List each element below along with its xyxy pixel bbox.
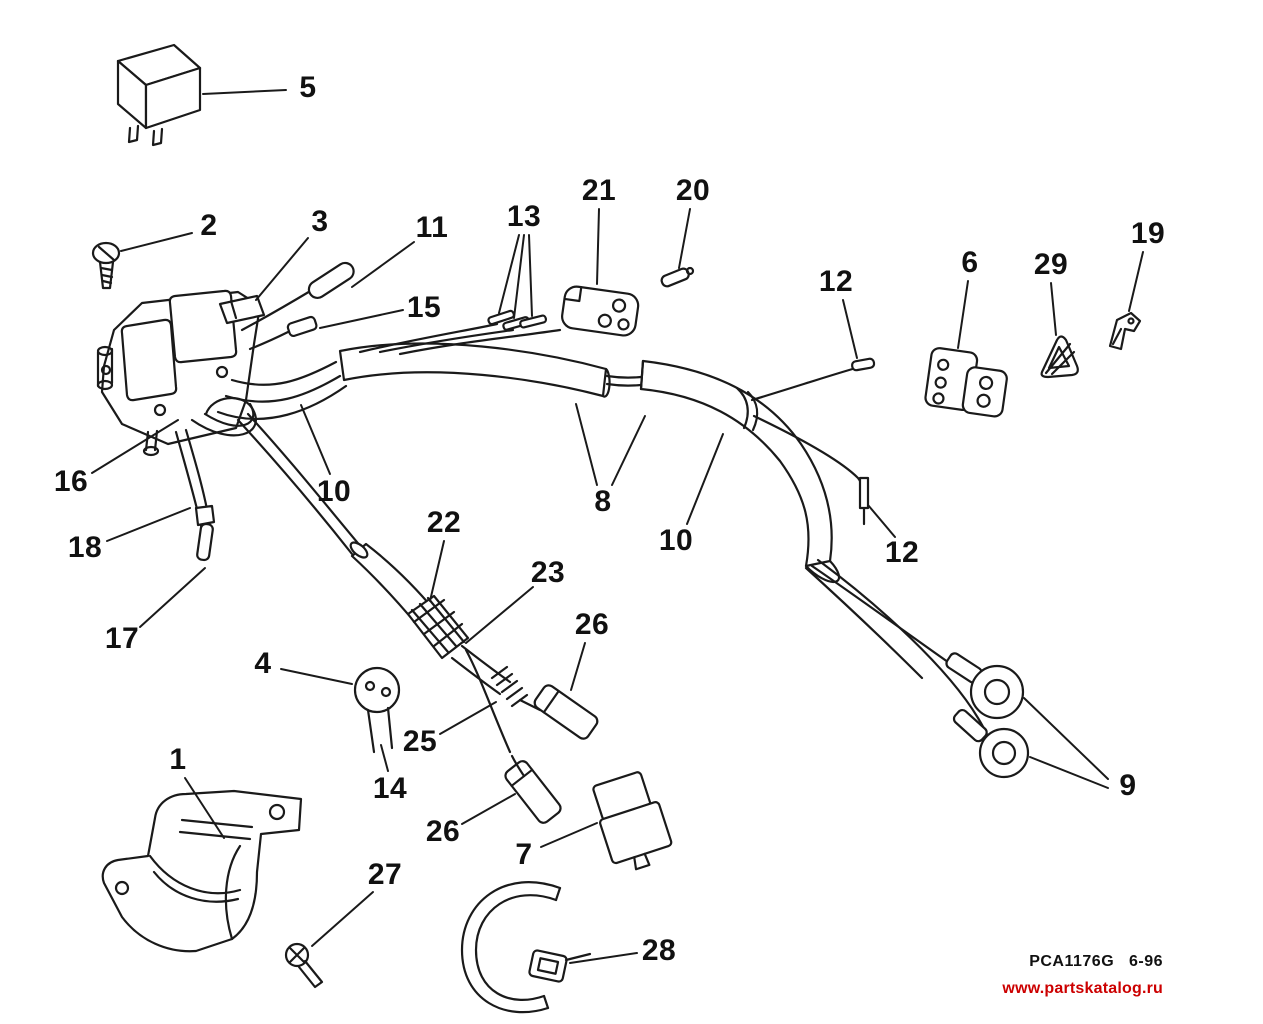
callout-21: 21 (581, 174, 617, 207)
callout-27: 27 (367, 858, 403, 891)
callout-leader-lines (91, 89, 1144, 964)
callout-17: 17 (104, 622, 140, 655)
callout-10: 10 (316, 475, 352, 508)
callout-19: 19 (1130, 217, 1166, 250)
callout-5: 5 (299, 71, 317, 104)
callout-29: 29 (1033, 248, 1069, 281)
callout-20: 20 (675, 174, 711, 207)
callout-9: 9 (1119, 769, 1137, 802)
part-code: PCA1176G 6-96 (1029, 953, 1163, 970)
callout-26: 26 (574, 608, 610, 641)
callout-6: 6 (961, 246, 979, 279)
footer-block: PCA1176G 6-96 www.partskatalog.ru (1002, 953, 1163, 998)
callout-12: 12 (884, 536, 920, 569)
callout-28: 28 (641, 934, 677, 967)
callout-4: 4 (254, 647, 272, 680)
callout-22: 22 (426, 506, 462, 539)
callout-12: 12 (818, 265, 854, 298)
callout-7: 7 (515, 838, 533, 871)
callout-1: 1 (169, 743, 187, 776)
callout-8: 8 (594, 485, 612, 518)
callout-26: 26 (425, 815, 461, 848)
callout-25: 25 (402, 725, 438, 758)
callout-16: 16 (53, 465, 89, 498)
callout-14: 14 (372, 772, 408, 805)
callout-11: 11 (415, 211, 449, 244)
callout-2: 2 (200, 209, 218, 242)
callout-18: 18 (67, 531, 103, 564)
callout-15: 15 (406, 291, 442, 324)
callout-10: 10 (658, 524, 694, 557)
watermark: www.partskatalog.ru (1002, 980, 1163, 997)
callout-23: 23 (530, 556, 566, 589)
callout-13: 13 (506, 200, 542, 233)
callout-3: 3 (311, 205, 329, 238)
